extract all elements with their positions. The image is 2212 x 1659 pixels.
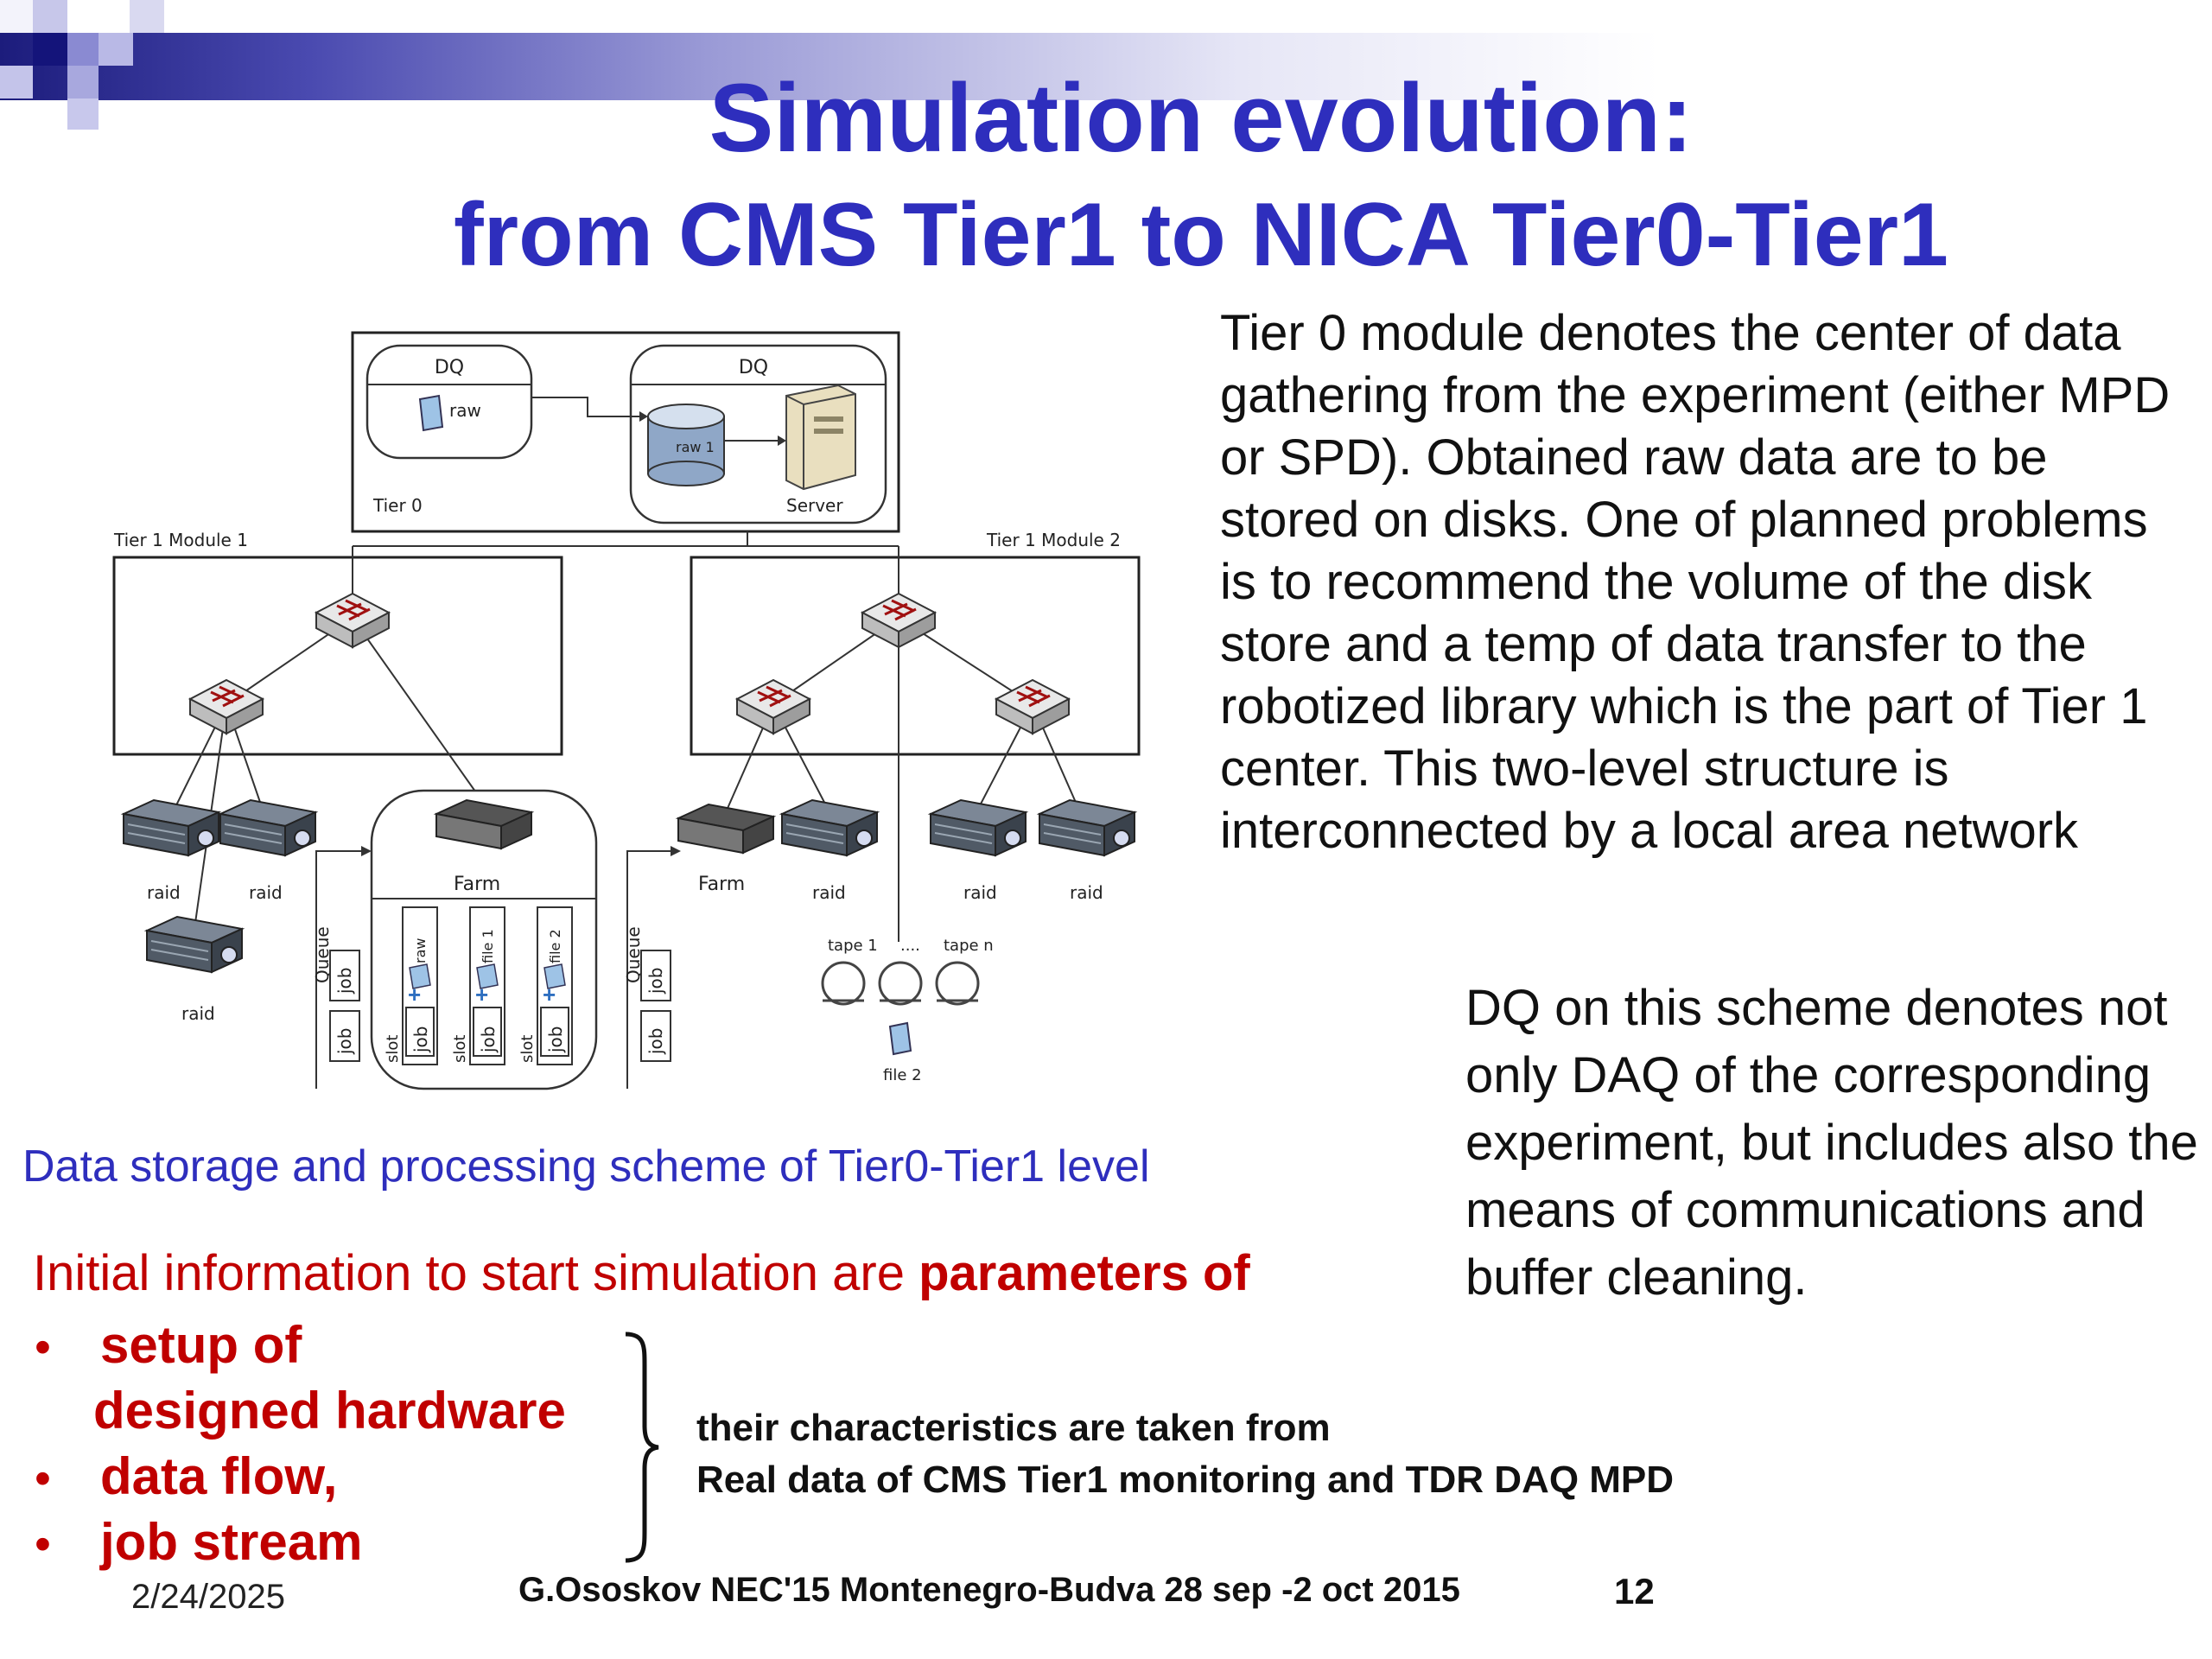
- bullet-job-stream: job stream: [100, 1513, 363, 1571]
- characteristics-line1: their characteristics are taken from: [696, 1407, 1331, 1449]
- tier0-description: Tier 0 module denotes the center of data…: [1220, 305, 2171, 859]
- slot-label: slot: [451, 1035, 469, 1063]
- server-label: Server: [786, 495, 843, 516]
- job-label: job: [334, 968, 355, 995]
- characteristics-line2: Real data of CMS Tier1 monitoring and TD…: [696, 1459, 1675, 1501]
- tier1-module1-box: [112, 556, 563, 756]
- file-label: raw: [412, 938, 429, 963]
- initial-info-plain: Initial information to start simulation …: [33, 1245, 905, 1301]
- header-gradient-bar: [0, 33, 2212, 100]
- document-icon: [888, 1021, 912, 1056]
- tier-scheme-diagram: DQ raw DQ raw 1 Server Tier 0 Tier 1 Mod…: [112, 331, 1141, 1090]
- diagram-caption: Data storage and processing scheme of Ti…: [22, 1141, 1150, 1192]
- deco-square: [130, 0, 164, 33]
- slot-group-1: slot raw + job: [384, 906, 438, 1065]
- dots-label: ....: [900, 937, 920, 955]
- bullet-setup: setup of: [100, 1316, 302, 1374]
- slide-title: Simulation evolution:: [709, 64, 1694, 172]
- slot-label: slot: [384, 1035, 402, 1063]
- raid-label: raid: [1070, 882, 1103, 903]
- file-label: file 1: [480, 929, 496, 963]
- slot-label: slot: [518, 1035, 537, 1063]
- farm-label: Farm: [698, 874, 745, 895]
- server-icon: [785, 384, 856, 491]
- footer-date: 2/24/2025: [131, 1578, 285, 1616]
- job-label: job: [410, 1027, 431, 1054]
- deco-square: [0, 66, 33, 99]
- page-number: 12: [1614, 1571, 1655, 1611]
- tier1-module2-box: [690, 556, 1141, 756]
- raid-label: raid: [812, 882, 846, 903]
- tape1-label: tape 1: [828, 937, 878, 955]
- bullet-hardware: designed hardware: [93, 1382, 566, 1440]
- module1-label: Tier 1 Module 1: [113, 530, 248, 550]
- dq-container-1: [365, 344, 533, 460]
- footer-author: G.Ososkov NEC'15 Montenegro-Budva 28 sep…: [518, 1571, 1460, 1609]
- tier0-box: [351, 331, 900, 533]
- bullet-dot: •: [35, 1518, 51, 1570]
- job-label: job: [645, 1028, 666, 1056]
- raid-label: raid: [181, 1003, 215, 1024]
- tapen-label: tape n: [944, 937, 994, 955]
- raid-label: raid: [963, 882, 997, 903]
- deco-square: [0, 0, 33, 33]
- deco-square: [67, 66, 99, 99]
- deco-square: [99, 33, 133, 66]
- bullet-dot: •: [35, 1321, 51, 1373]
- svg-text:+: +: [408, 982, 421, 1007]
- raw-label: raw: [449, 400, 481, 421]
- farm-label: Farm: [454, 874, 500, 895]
- job-label: job: [478, 1027, 499, 1054]
- curly-brace-icon: [625, 1332, 659, 1563]
- farm-server-icon: [675, 803, 777, 855]
- dq-label-2: DQ: [739, 357, 768, 378]
- slot-group-3: slot file 2 + job: [518, 906, 573, 1065]
- document-icon: [418, 394, 444, 432]
- deco-square: [67, 99, 99, 130]
- deco-square: [33, 0, 67, 33]
- initial-info-bold: parameters of: [918, 1245, 1250, 1301]
- raw1-label: raw 1: [676, 439, 715, 455]
- bullet-dot: •: [35, 1452, 51, 1504]
- file2-label: file 2: [883, 1066, 922, 1084]
- tier0-label: Tier 0: [372, 495, 423, 516]
- bullet-data-flow: data flow,: [100, 1447, 338, 1505]
- raid-label: raid: [147, 882, 181, 903]
- svg-text:+: +: [543, 982, 556, 1007]
- initial-info-text: Initial information to start simulation …: [33, 1244, 1250, 1302]
- deco-square: [33, 33, 67, 66]
- database-icon: [647, 404, 725, 486]
- job-label: job: [645, 968, 666, 995]
- raid-label: raid: [249, 882, 283, 903]
- job-label: job: [334, 1028, 355, 1056]
- slot-group-2: slot file 1 + job: [451, 906, 505, 1065]
- file-label: file 2: [547, 929, 563, 963]
- svg-text:+: +: [475, 982, 488, 1007]
- module2-label: Tier 1 Module 2: [986, 530, 1121, 550]
- dq-label-1: DQ: [435, 357, 464, 378]
- slide-subtitle: from CMS Tier1 to NICA Tier0-Tier1: [454, 185, 1948, 285]
- dq-description: DQ on this scheme denotes not only DAQ o…: [1465, 980, 2198, 1306]
- job-label: job: [545, 1027, 566, 1054]
- deco-square: [67, 33, 99, 66]
